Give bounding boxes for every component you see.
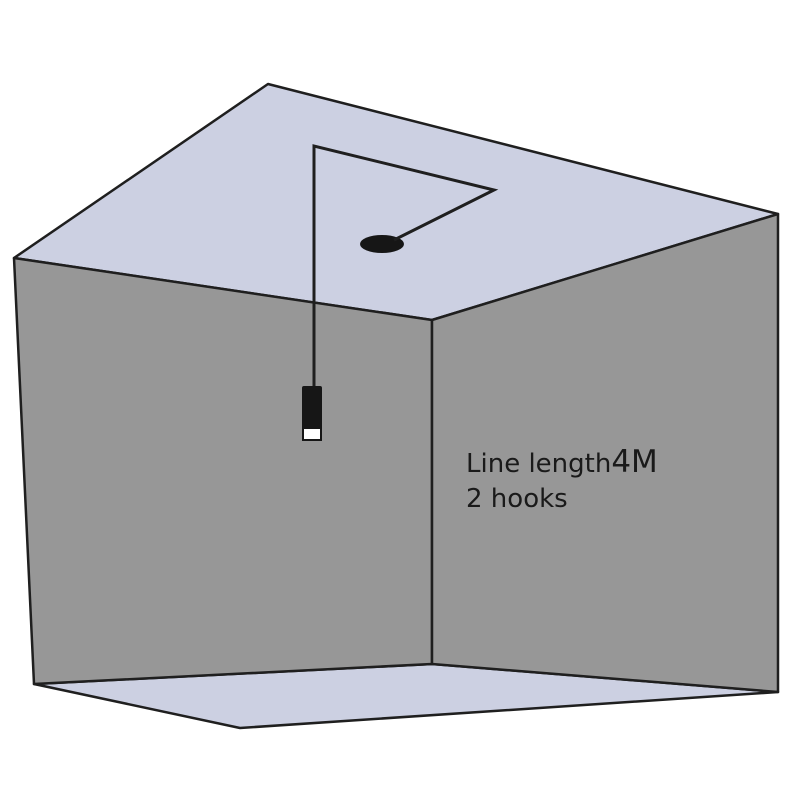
back-wall (12, 256, 434, 686)
line-length-label: Line length4M (466, 444, 658, 480)
ceiling-canopy (360, 235, 404, 253)
right-wall (430, 212, 780, 694)
line-length-value: 4M (611, 444, 658, 480)
hooks-label: 2 hooks (466, 484, 568, 514)
line-length-prefix: Line length (466, 449, 612, 479)
pendant-lamp-icon (302, 386, 322, 441)
power-cord (312, 144, 499, 388)
